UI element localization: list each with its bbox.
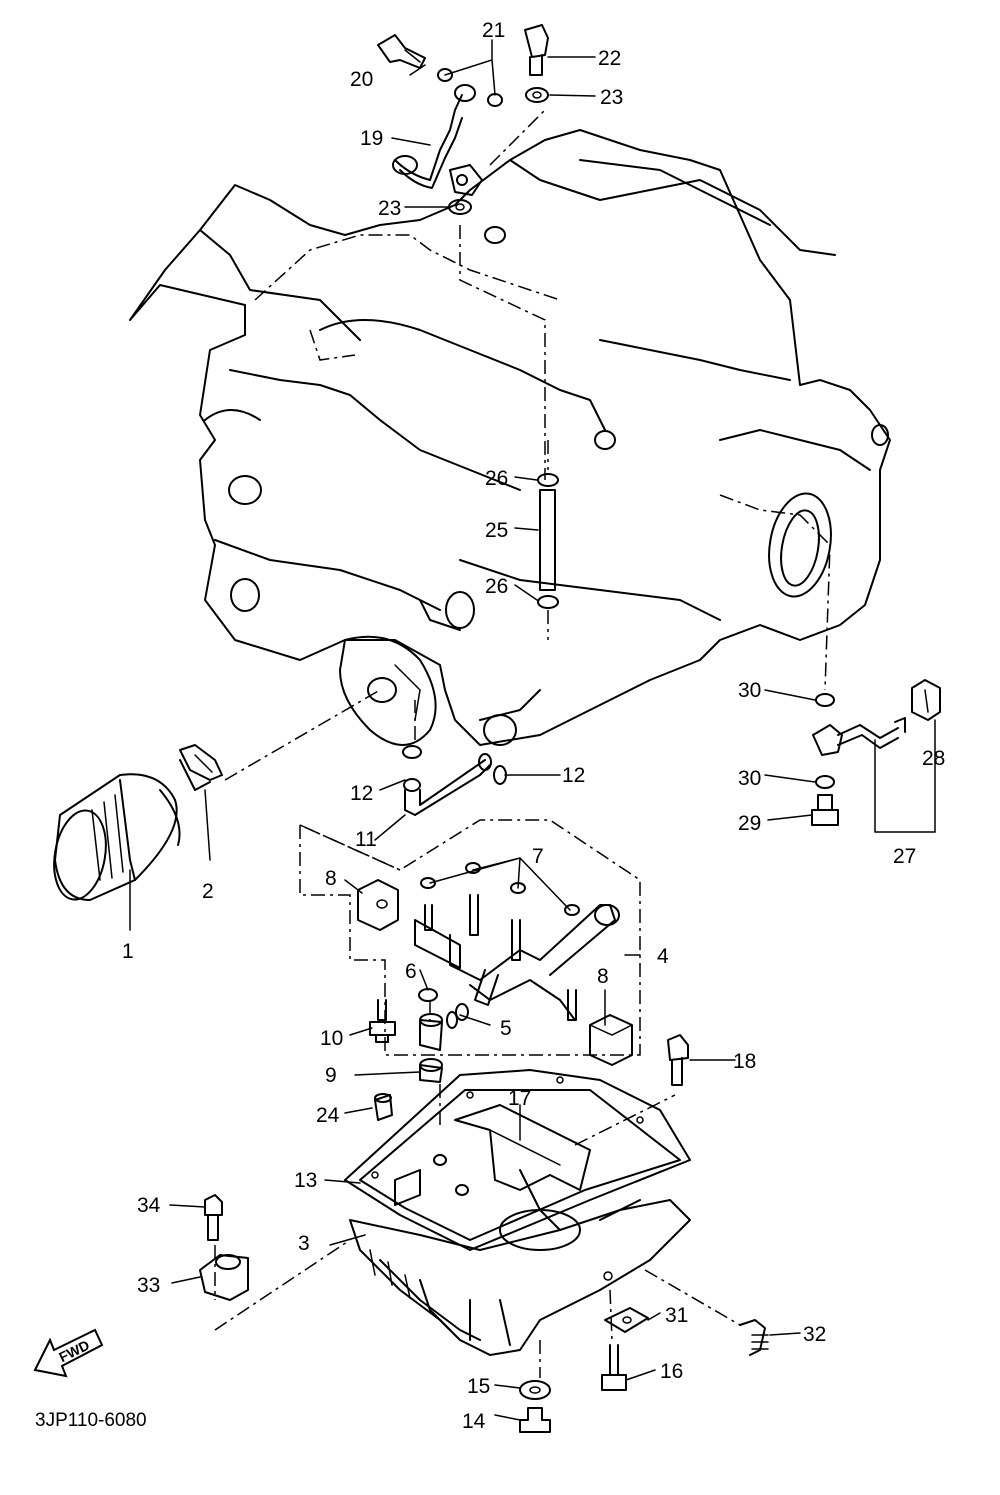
callout-13: 13 [294, 1169, 317, 1192]
callout-8a: 8 [325, 867, 337, 890]
callout-30b: 30 [738, 767, 761, 790]
callout-26a: 26 [485, 467, 508, 490]
callout-26b: 26 [485, 575, 508, 598]
callout-1: 1 [122, 940, 134, 963]
callout-8b: 8 [597, 965, 609, 988]
callout-31: 31 [665, 1304, 688, 1327]
bolt-34 [204, 1194, 223, 1241]
dampers-8 [357, 879, 633, 1066]
strainer-assembly-4-frame [299, 819, 641, 1056]
clamp-32 [739, 1319, 769, 1356]
callout-numbers: 1 2 3 4 5 6 7 8 8 9 10 11 12 12 13 14 15… [122, 19, 945, 1433]
callout-30a: 30 [738, 679, 761, 702]
bolt-18 [667, 1034, 689, 1086]
union-bolt-22 [524, 24, 549, 76]
callout-29: 29 [738, 812, 761, 835]
bracket-33 [199, 1254, 249, 1301]
callout-23b: 23 [378, 197, 401, 220]
callout-19: 19 [360, 127, 383, 150]
callout-4: 4 [657, 945, 669, 968]
dowel-pin-24 [374, 1093, 393, 1121]
oil-filter-cartridge-1 [53, 773, 181, 901]
callout-5: 5 [500, 1017, 512, 1040]
bolt-16 [601, 1344, 627, 1391]
oil-strainer-4 [414, 894, 620, 1021]
engine-crankcase-outline [129, 109, 891, 746]
oil-pan-3 [349, 1154, 691, 1356]
plate-31 [604, 1307, 649, 1333]
callout-27: 27 [893, 845, 916, 868]
relief-valve-9-bolt-10 [369, 999, 443, 1083]
oil-pipe-11 [402, 745, 507, 816]
callout-21: 21 [482, 19, 505, 42]
o-rings-7 [420, 862, 580, 916]
oil-pan-gasket-13 [344, 1069, 691, 1251]
oil-level-switch-27 [812, 717, 906, 756]
oil-delivery-pipe-19 [392, 84, 483, 196]
callout-24: 24 [316, 1104, 340, 1127]
washers-23 [448, 87, 549, 215]
callout-2: 2 [202, 880, 214, 903]
callout-32: 32 [803, 1323, 826, 1346]
callout-15: 15 [467, 1375, 490, 1398]
drawing-code: 3JP110-6080 [35, 1410, 147, 1431]
callout-11: 11 [355, 828, 377, 851]
assembly-guide-lines [214, 440, 741, 1378]
forward-direction-arrow: FWD [33, 1328, 104, 1378]
callout-18: 18 [733, 1050, 756, 1073]
bolt-29 [811, 794, 839, 826]
o-rings-30 [815, 693, 835, 789]
callout-20: 20 [350, 68, 373, 91]
oil-level-switch-cover-28 [911, 679, 941, 721]
callout-6: 6 [405, 960, 417, 983]
callout-3: 3 [298, 1232, 310, 1255]
union-bolt-20 [377, 34, 426, 69]
drain-bolt-14-gasket-15 [519, 1380, 551, 1433]
callout-16: 16 [660, 1360, 683, 1383]
callout-17: 17 [508, 1087, 531, 1110]
callout-14: 14 [462, 1410, 486, 1433]
leader-lines [129, 39, 936, 1421]
callout-12b: 12 [562, 764, 585, 787]
pipe-25 [537, 473, 559, 609]
fwd-label: FWD [56, 1337, 92, 1365]
callout-12a: 12 [350, 782, 373, 805]
callout-10: 10 [320, 1027, 343, 1050]
callout-22: 22 [598, 47, 621, 70]
oil-filter-union-2 [179, 744, 223, 791]
callout-7: 7 [532, 845, 544, 868]
baffle-plate-17 [454, 1104, 591, 1191]
callout-9: 9 [325, 1064, 337, 1087]
callout-23a: 23 [600, 86, 623, 109]
o-ring-5-6 [418, 988, 469, 1029]
filter-mount-flange [339, 635, 437, 746]
callout-25: 25 [485, 519, 508, 542]
callout-33: 33 [137, 1274, 160, 1297]
callout-34: 34 [137, 1194, 161, 1217]
callout-28: 28 [922, 747, 945, 770]
